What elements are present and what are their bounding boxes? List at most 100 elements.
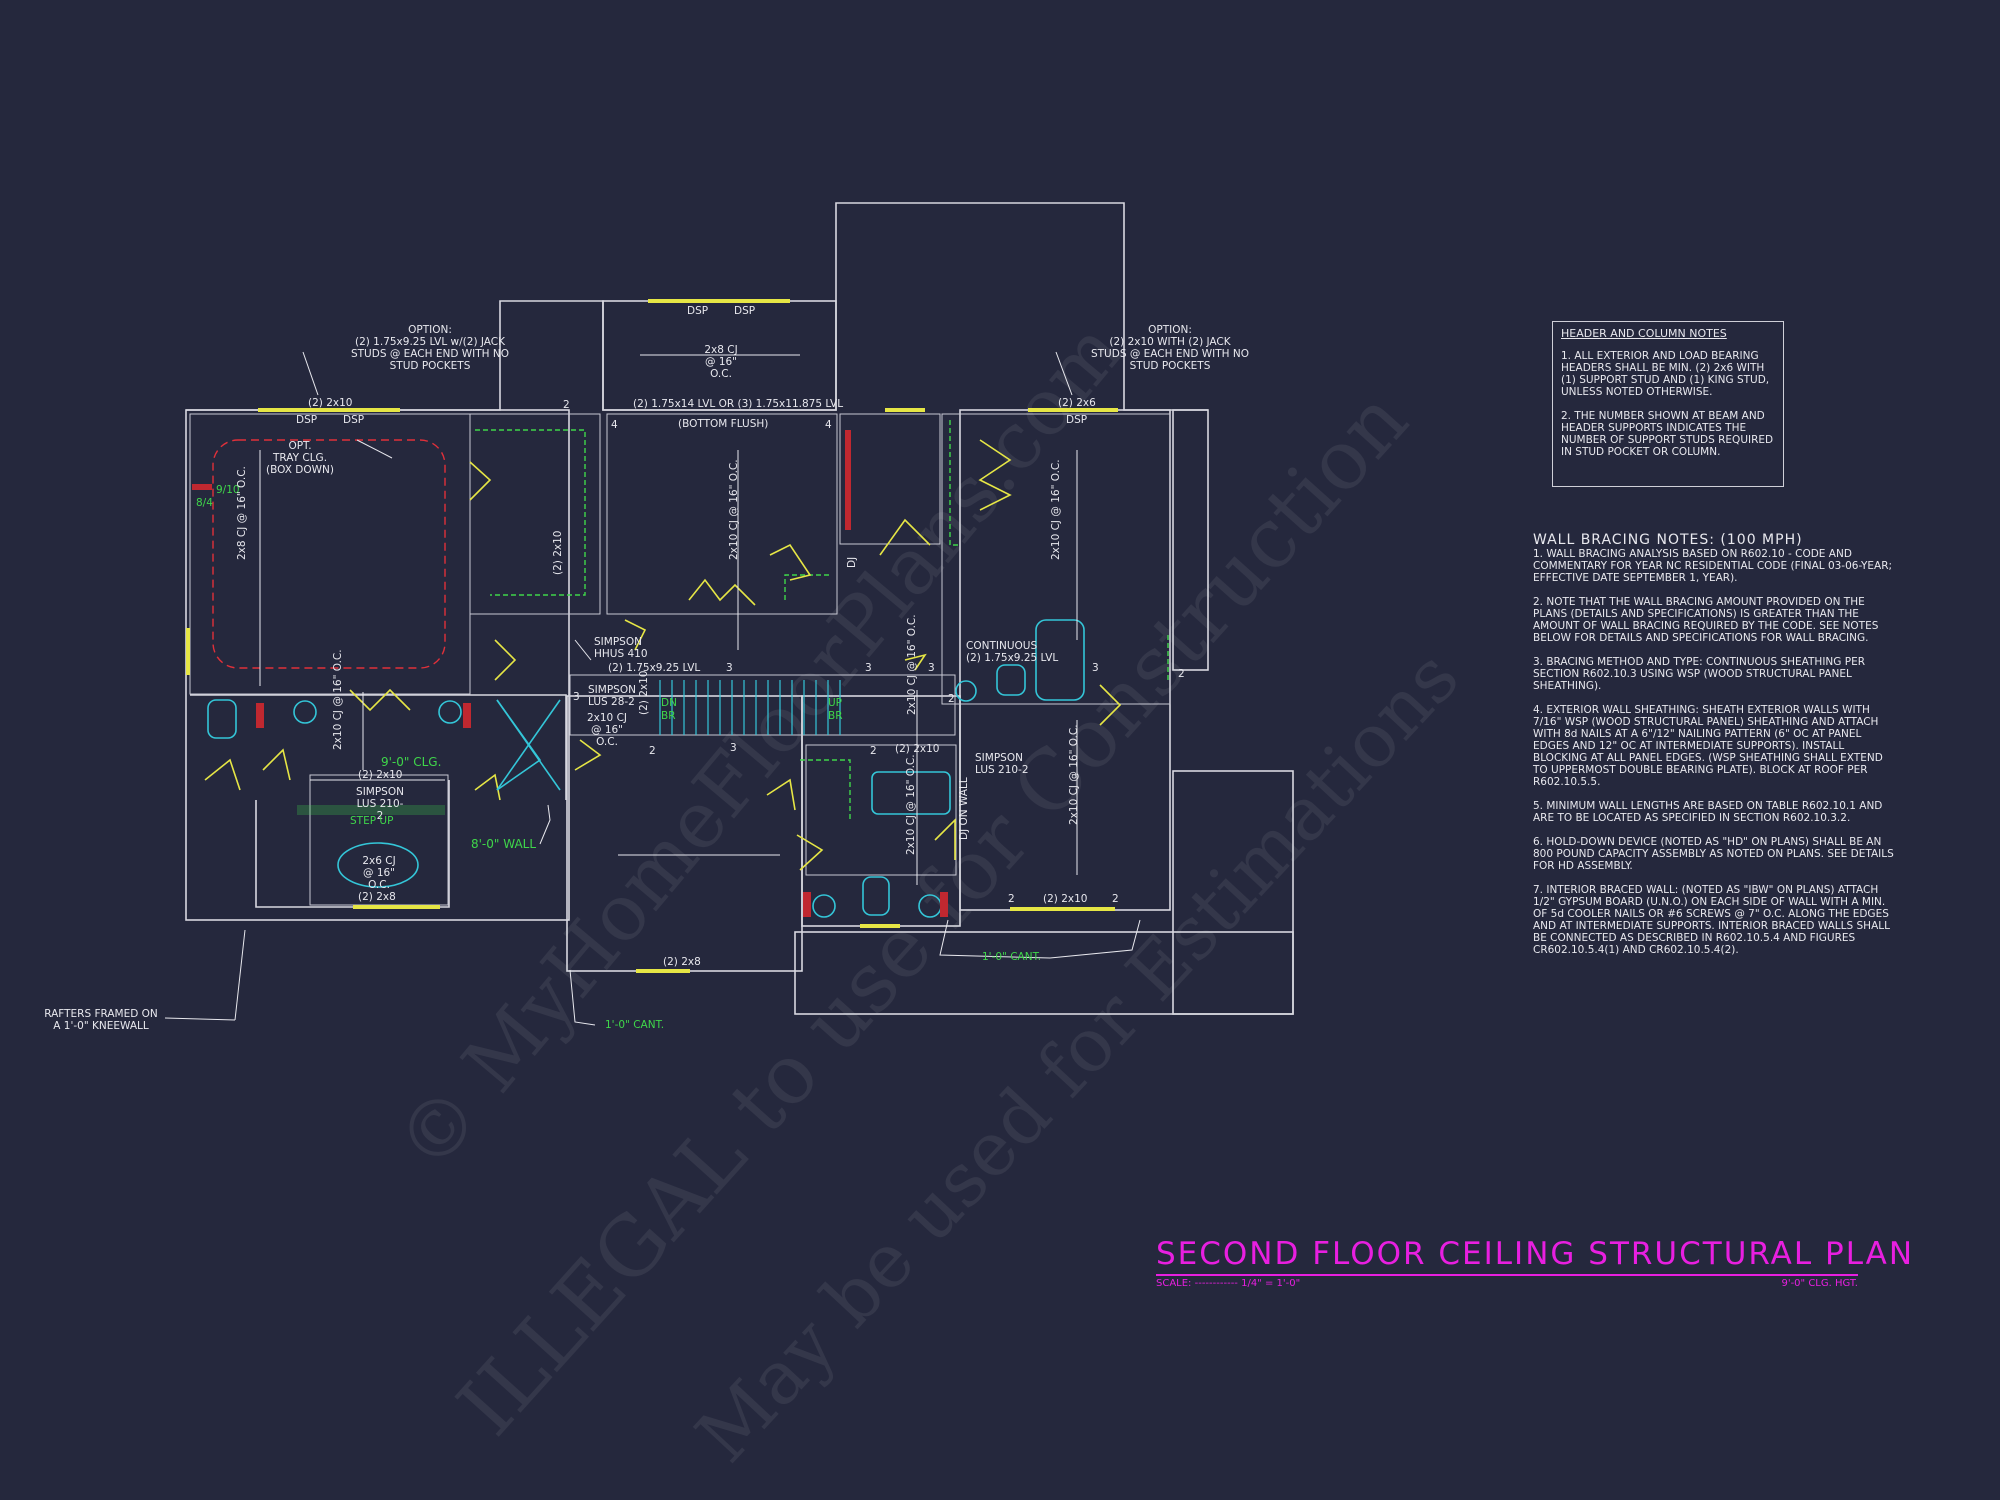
stud-count-1: 2	[563, 399, 570, 411]
wall-bracing-note-5: 5. MINIMUM WALL LENGTHS ARE BASED ON TAB…	[1533, 800, 1883, 824]
master-cj-spacing: @ 16" O.C.	[236, 466, 248, 524]
closet-outlines	[297, 420, 1169, 820]
cantilever-label-2: 1'-0" CANT.	[982, 951, 1042, 963]
bath-cj-size: 2x10 CJ	[905, 814, 917, 855]
option-note-left: OPTION: (2) 1.75x9.25 LVL w/(2) JACK STU…	[340, 324, 520, 372]
stud-count-4: 3	[573, 691, 580, 703]
rafters-label: RAFTERS FRAMED ON A 1'-0" KNEEWALL	[36, 1008, 166, 1032]
wall-bracing-notes: WALL BRACING NOTES: (100 MPH) 1. WALL BR…	[1533, 532, 1898, 968]
up-label: UP	[828, 697, 843, 709]
hall-cj-label: 2x10 CJ @ 16" O.C.	[906, 614, 918, 715]
bath-left-cj-label: 2x10 CJ @ 16" O.C.	[332, 649, 344, 750]
headers	[186, 299, 1118, 973]
dj-wall-label: DJ ON WALL	[958, 777, 970, 840]
stair-side-cj-label: (2) 2x10	[638, 670, 650, 715]
rafters-line-2: A 1'-0" KNEEWALL	[53, 1020, 149, 1032]
option-left-line-2: (2) 1.75x9.25 LVL w/(2) JACK	[354, 336, 506, 348]
wall-8-label: 8'-0" WALL	[471, 837, 537, 851]
cj-top-spacing: @ 16" O.C.	[704, 356, 738, 380]
stair-treads	[659, 680, 841, 735]
stud-count-8: 3	[1092, 662, 1099, 674]
closet-cj-label: (2) 2x10	[552, 530, 564, 575]
continuous-line-1: CONTINUOUS	[966, 640, 1038, 652]
master-cj-label: 2x8 CJ @ 16" O.C.	[236, 466, 248, 560]
stair-cj-spacing: @ 16" O.C.	[590, 724, 624, 748]
master-cj-size: 2x8 CJ	[236, 526, 248, 560]
bath-left-cj-spacing: @ 16" O.C.	[332, 649, 344, 707]
dsp-label-3: DSP	[687, 305, 709, 317]
header-notes-title: HEADER AND COLUMN NOTES	[1561, 327, 1727, 340]
continuous-line-2: (2) 1.75x9.25 LVL	[966, 652, 1059, 664]
bath-cj-label: 2x10 CJ @ 16" O.C.	[905, 754, 917, 855]
stud-count-6: 3	[865, 662, 872, 674]
option-left-line-4: STUD POCKETS	[389, 360, 471, 372]
bath-cj-spacing: @ 16" O.C.	[905, 754, 917, 812]
lvl-top-label: (2) 1.75x14 LVL OR (3) 1.75x11.875 LVL	[633, 398, 844, 410]
continuous-lvl-label: CONTINUOUS (2) 1.75x9.25 LVL	[966, 640, 1058, 664]
lower-right-cj-size: 2x10 CJ	[1068, 784, 1080, 825]
lower-right-cj-spacing: @ 16" O.C.	[1068, 724, 1080, 782]
simpson-hhus-label: SIMPSON HHUS 410	[594, 636, 648, 660]
wall-bracing-note-7: 7. INTERIOR BRACED WALL: (NOTED AS "IBW"…	[1533, 884, 1890, 956]
br-label-1: BR	[661, 710, 676, 722]
tray-line-2: TRAY CLG.	[272, 452, 328, 464]
stud-count-5: 3	[726, 662, 733, 674]
bottom-flush-label: (BOTTOM FLUSH)	[678, 418, 769, 430]
simpson-lus210-left: SIMPSON LUS 210-2	[355, 786, 405, 822]
simpson-lus28-line-2: LUS 28-2	[588, 696, 635, 708]
bath-2x6-spacing: @ 16" O.C.	[362, 867, 396, 891]
tray-label: OPT. TRAY CLG. (BOX DOWN)	[262, 440, 338, 476]
drawing-title: SECOND FLOOR CEILING STRUCTURAL PLAN	[1156, 1236, 1912, 1276]
dsp-label-5: DSP	[1066, 414, 1088, 426]
center-cj-size: 2x10 CJ	[728, 519, 740, 560]
ratio-84: 8/4	[196, 497, 213, 509]
br-label-2: BR	[828, 710, 843, 722]
simpson-hhus-line-2: HHUS 410	[594, 648, 648, 660]
right-cj-label: 2x10 CJ @ 16" O.C.	[1050, 459, 1062, 560]
drawing-subtitle: SCALE: ------------ 1/4" = 1'-0" 9'-0" C…	[1156, 1278, 1858, 1289]
wall-bracing-note-4: 4. EXTERIOR WALL SHEATHING: SHEATH EXTER…	[1533, 704, 1883, 788]
drawing-title-block: SECOND FLOOR CEILING STRUCTURAL PLAN SCA…	[1156, 1236, 1912, 1289]
span-arrows	[259, 354, 1078, 885]
stud-count-14: 2	[1112, 893, 1119, 905]
leader-lines	[164, 351, 1141, 1026]
simpson-lus28-line-1: SIMPSON	[588, 684, 636, 696]
tray-line-3: (BOX DOWN)	[266, 464, 334, 476]
dsp-label-2: DSP	[343, 414, 365, 426]
dn-label: DN	[661, 697, 677, 709]
right-cj-size: 2x10 CJ	[1050, 519, 1062, 560]
wall-bracing-title: WALL BRACING NOTES: (100 MPH)	[1533, 532, 1803, 548]
cj-top-size: 2x8 CJ	[704, 344, 738, 356]
stud-count-10: 2	[649, 745, 656, 757]
cj-top-label: 2x8 CJ @ 16" O.C.	[700, 344, 742, 380]
fixtures	[207, 619, 1085, 918]
bath-left-cj-size: 2x10 CJ	[332, 709, 344, 750]
simpson-lus210-right: SIMPSON LUS 210-2	[975, 752, 1029, 776]
stud-count-13: 2	[1008, 893, 1015, 905]
stair-cj-size: 2x10 CJ	[586, 712, 628, 724]
wall-bracing-note-1: 1. WALL BRACING ANALYSIS BASED ON R602.1…	[1533, 548, 1893, 584]
stud-count-11: 3	[730, 742, 737, 754]
header-label-right: (2) 2x6	[1058, 397, 1096, 409]
bath-2x6-label: 2x6 CJ @ 16" O.C.	[354, 855, 404, 891]
stair-cj-label: 2x10 CJ @ 16" O.C.	[582, 712, 632, 748]
option-left-line-3: STUDS @ EACH END WITH NO	[350, 348, 510, 360]
simpson-lus28-label: SIMPSON LUS 28-2	[588, 684, 636, 708]
lower-right-cj-label: 2x10 CJ @ 16" O.C.	[1068, 724, 1080, 825]
drawing-scale: SCALE: ------------ 1/4" = 1'-0"	[1156, 1278, 1301, 1289]
simpson-lus210-right-line-1: SIMPSON	[975, 752, 1023, 764]
tray-line-1: OPT.	[288, 440, 312, 452]
center-cj-label: 2x10 CJ @ 16" O.C.	[728, 459, 740, 560]
clg-9-label: 9'-0" CLG.	[381, 755, 442, 769]
option-right-line-2: (2) 2x10 WITH (2) JACK	[1109, 336, 1231, 348]
center-cj-spacing: @ 16" O.C.	[728, 459, 740, 517]
option-right-line-1: OPTION:	[1148, 324, 1192, 336]
header-column-notes: HEADER AND COLUMN NOTES 1. ALL EXTERIOR …	[1552, 321, 1784, 487]
rafters-line-1: RAFTERS FRAMED ON	[44, 1008, 158, 1020]
bath-2x6-size: 2x6 CJ	[362, 855, 396, 867]
hdr-2x10-hall: (2) 2x10	[895, 743, 940, 755]
door-swings	[204, 439, 1122, 871]
right-cj-spacing: @ 16" O.C.	[1050, 459, 1062, 517]
hdr-2x8-front: (2) 2x8	[663, 956, 701, 968]
